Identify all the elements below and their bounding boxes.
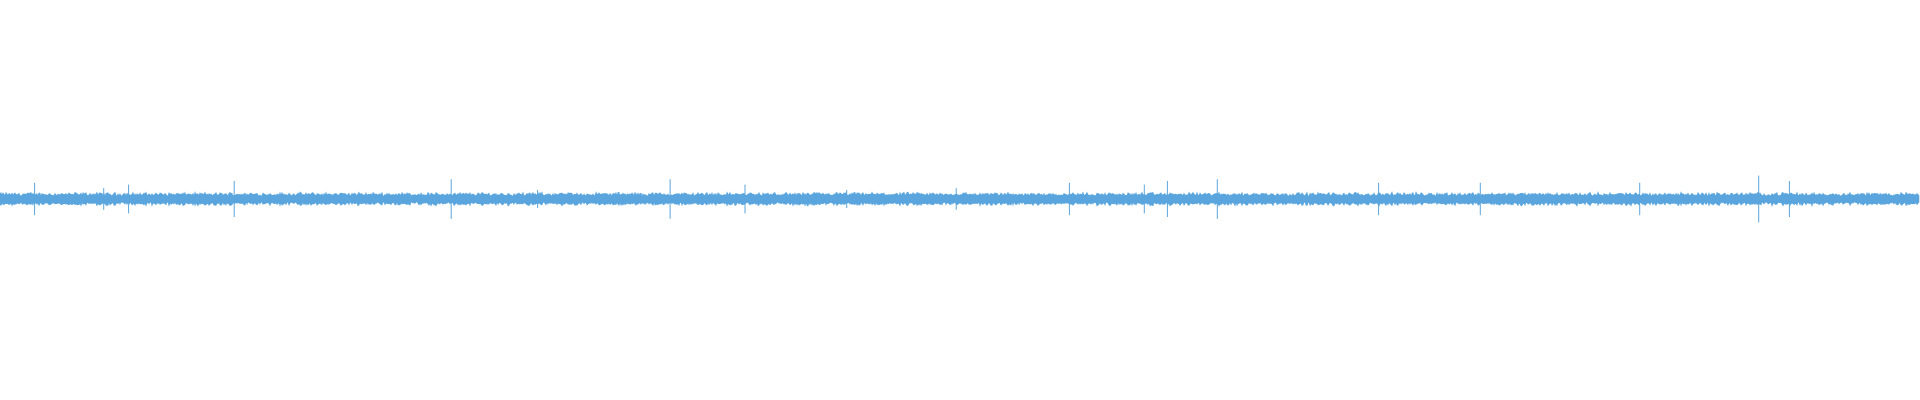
waveform-envelope <box>0 191 1920 208</box>
waveform-series <box>0 175 1920 223</box>
